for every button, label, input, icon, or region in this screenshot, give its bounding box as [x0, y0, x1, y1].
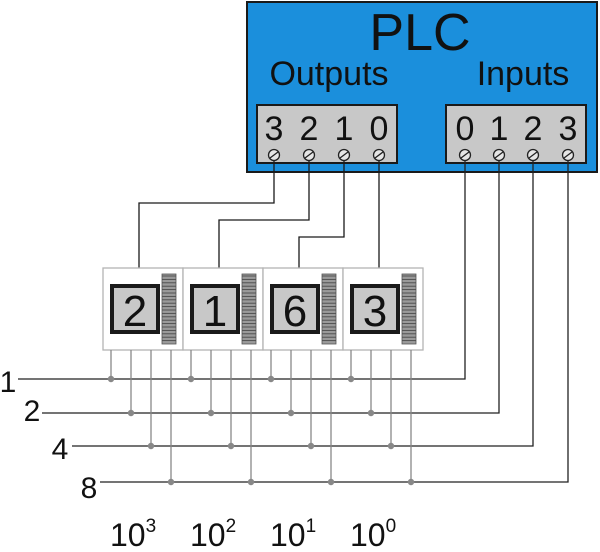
place-base: 10 — [190, 517, 226, 552]
input-terminal-labels: 0 1 2 3 — [456, 110, 578, 148]
bit-line-1 — [18, 155, 466, 380]
thumbwheel-knob[interactable] — [241, 273, 257, 345]
junction-dot — [107, 375, 115, 383]
output-terminal-labels: 3 2 1 0 — [265, 110, 389, 148]
thumbwheel-switch[interactable]: 6 — [262, 267, 344, 482]
place-base: 10 — [350, 517, 386, 552]
terminal-screw — [561, 148, 575, 162]
place-label-thousands: 103 — [110, 516, 156, 552]
thumbwheel-knob[interactable] — [401, 273, 417, 345]
digit-window — [354, 288, 396, 330]
terminal-screw — [372, 148, 386, 162]
thumbwheel-switch[interactable]: 3 — [342, 267, 424, 482]
place-base: 10 — [110, 517, 146, 552]
place-label-ones: 100 — [350, 516, 396, 552]
control-wires — [138, 155, 380, 268]
terminal-screw — [337, 148, 351, 162]
input-terminal-label: 3 — [559, 110, 578, 148]
digit-window — [274, 288, 316, 330]
inputs-label: Inputs — [477, 55, 570, 93]
junction-dot — [187, 375, 195, 383]
terminal-screw — [526, 148, 540, 162]
place-exponent: 1 — [306, 516, 317, 537]
place-value-labels: 103 102 101 100 — [110, 516, 396, 552]
terminal-screw — [492, 148, 506, 162]
bit-label-8: 8 — [81, 472, 98, 505]
junction-dot — [167, 478, 175, 486]
wire-junctions — [107, 375, 415, 486]
plc-title: PLC — [369, 4, 470, 62]
terminal-screw — [302, 148, 316, 162]
junction-dot — [207, 409, 215, 417]
place-exponent: 2 — [226, 516, 237, 537]
switch-digit: 6 — [283, 287, 307, 336]
place-exponent: 3 — [146, 516, 157, 537]
bit-label-2: 2 — [24, 395, 41, 428]
junction-dot — [127, 409, 135, 417]
place-exponent: 0 — [386, 516, 397, 537]
switch-digit: 2 — [123, 287, 147, 336]
digit-window — [114, 288, 156, 330]
bit-line-2 — [42, 155, 500, 414]
thumbwheel-switches: 2 1 6 3 — [102, 267, 424, 482]
place-label-hundreds: 102 — [190, 516, 236, 552]
output-terminal-label: 1 — [335, 110, 354, 148]
output-terminal-label: 0 — [370, 110, 389, 148]
junction-dot — [387, 442, 395, 450]
junction-dot — [367, 409, 375, 417]
outputs-label: Outputs — [269, 55, 388, 93]
junction-dot — [227, 442, 235, 450]
junction-dot — [307, 442, 315, 450]
digit-window — [194, 288, 236, 330]
bit-weight-labels: 1 2 4 8 — [0, 366, 97, 505]
junction-dot — [247, 478, 255, 486]
output-control-wire — [298, 155, 345, 268]
bit-line-8 — [100, 155, 569, 483]
terminal-screw — [458, 148, 472, 162]
junction-dot — [327, 478, 335, 486]
junction-dot — [407, 478, 415, 486]
junction-dot — [347, 375, 355, 383]
input-terminal-label: 0 — [456, 110, 475, 148]
thumbwheel-switch[interactable]: 1 — [182, 267, 264, 482]
output-terminal-label: 3 — [265, 110, 284, 148]
bit-label-4: 4 — [52, 433, 69, 466]
switch-digit: 1 — [203, 287, 227, 336]
bit-label-1: 1 — [0, 366, 16, 399]
thumbwheel-switch[interactable]: 2 — [102, 267, 184, 482]
junction-dot — [147, 442, 155, 450]
input-terminal-label: 1 — [490, 110, 509, 148]
terminal-screw — [267, 148, 281, 162]
thumbwheel-knob[interactable] — [161, 273, 177, 345]
junction-dot — [287, 409, 295, 417]
output-control-wire — [138, 155, 275, 268]
thumbwheel-knob[interactable] — [321, 273, 337, 345]
terminal-screws — [267, 148, 575, 162]
input-terminal-label: 2 — [524, 110, 543, 148]
place-label-tens: 101 — [270, 516, 316, 552]
output-control-wire — [218, 155, 310, 268]
bit-bus-wires — [18, 155, 569, 483]
junction-dot — [267, 375, 275, 383]
switch-digit: 3 — [363, 287, 387, 336]
bit-line-4 — [72, 155, 534, 447]
output-terminal-label: 2 — [300, 110, 319, 148]
place-base: 10 — [270, 517, 306, 552]
